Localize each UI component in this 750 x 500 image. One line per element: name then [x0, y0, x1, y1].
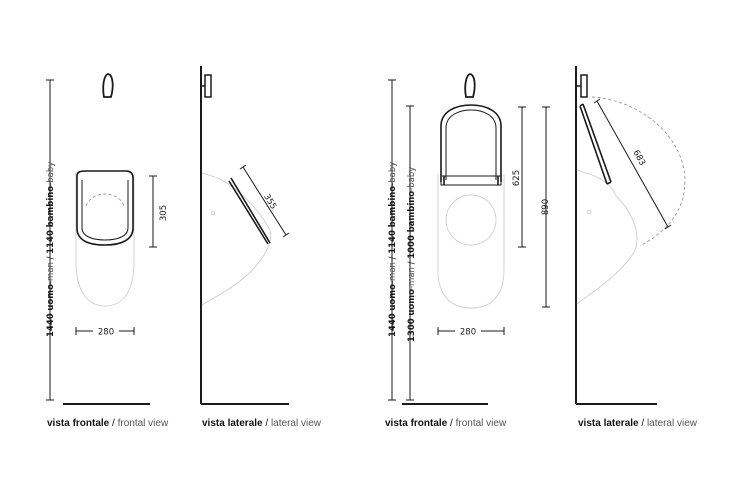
urinal-rim	[76, 170, 134, 246]
dim-625-label: 625	[512, 170, 522, 186]
rim-side	[228, 177, 271, 245]
dim-280b-label: 280	[460, 328, 476, 338]
caption-frontal-1: vista frontale / frontal view	[47, 418, 169, 429]
hinge-bar	[440, 175, 502, 186]
dim-890-label: 890	[541, 199, 551, 215]
bowl-opening	[445, 194, 497, 246]
frontal-view-2: 625 890 280 1440 uomo-man / 1140 bambino…	[388, 73, 551, 405]
lateral-view-1: 355	[200, 66, 290, 405]
frontal-view-1: 305 280 1440 uomo-man / 1140 bambino-bab…	[46, 73, 169, 405]
flush-sensor-2	[464, 73, 476, 98]
flush-valve-side	[204, 74, 212, 98]
lid-open-side	[579, 103, 612, 185]
urinal-body-side-2	[576, 169, 638, 305]
dim-line-355	[242, 166, 287, 236]
height-label-3: 1300 uomo-man / 1000 bambino-baby	[407, 167, 417, 342]
bowl-hidden-line	[85, 193, 125, 207]
caption-frontal-2: vista frontale / frontal view	[385, 418, 507, 429]
lid-swing-arc	[591, 96, 686, 247]
caption-lateral-2: vista laterale / lateral view	[578, 418, 697, 429]
dim-280-label: 280	[98, 328, 114, 338]
dim-line-683	[596, 100, 669, 228]
urinal-body	[75, 172, 135, 307]
dim-355-label: 355	[261, 192, 278, 211]
height-label-1: 1440 uomo-man / 1140 bambino-baby	[46, 162, 56, 337]
lid	[440, 104, 502, 182]
lateral-view-2: 683	[575, 66, 686, 405]
caption-lateral-1: vista laterale / lateral view	[202, 418, 321, 429]
dim-305-label: 305	[159, 205, 169, 221]
flush-sensor	[102, 73, 114, 98]
height-label-2: 1440 uomo-man / 1140 bambino-baby	[388, 162, 398, 337]
lid-inner	[445, 109, 497, 180]
flush-valve-side-2	[580, 74, 588, 98]
urinal-body-2	[437, 174, 505, 309]
rim-inner	[81, 180, 129, 241]
